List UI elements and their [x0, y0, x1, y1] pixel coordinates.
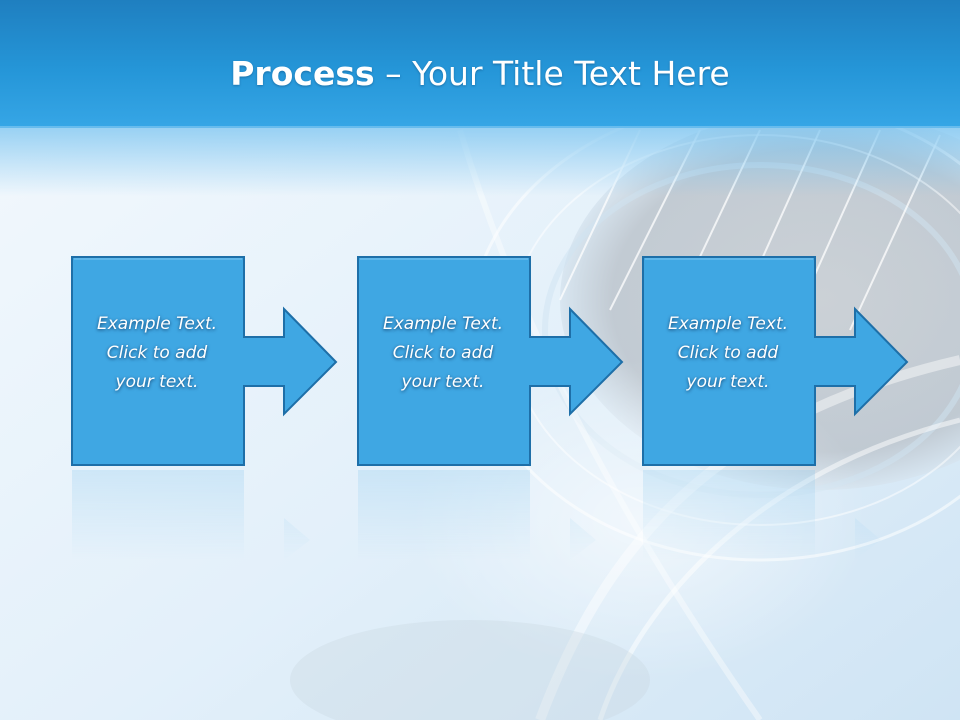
arrow-box-shape — [71, 256, 338, 466]
step-text[interactable]: Example Text. Click to add your text. — [96, 314, 218, 392]
step-reflection — [358, 470, 596, 560]
step-text[interactable]: Example Text. Click to add your text. — [382, 314, 504, 392]
slide-title-bold: Process — [230, 54, 375, 93]
arrow-box-shape — [642, 256, 909, 466]
step-reflection — [643, 470, 881, 560]
process-step-3[interactable]: Example Text. Click to add your text. — [641, 256, 913, 468]
step-text[interactable]: Example Text. Click to add your text. — [667, 314, 789, 392]
title-banner — [0, 0, 960, 128]
process-step-1[interactable]: Example Text. Click to add your text. — [70, 256, 342, 468]
slide-title-rest: – Your Title Text Here — [374, 54, 730, 93]
process-step-2[interactable]: Example Text. Click to add your text. — [356, 256, 628, 468]
step-reflection — [72, 470, 310, 560]
slide-title[interactable]: Process – Your Title Text Here — [0, 52, 960, 96]
arrow-box-shape — [357, 256, 624, 466]
title-banner-fade — [0, 126, 960, 196]
